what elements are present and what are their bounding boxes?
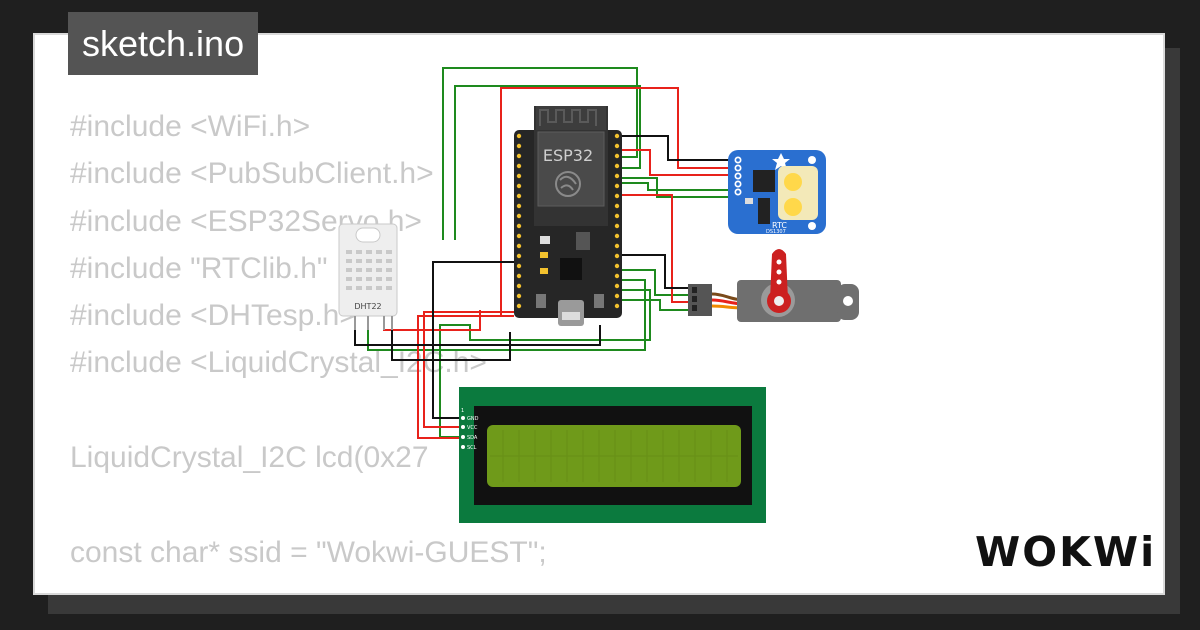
wire-green xyxy=(442,67,638,240)
lcd-pin-vcc: VCC xyxy=(467,425,478,431)
wire-green xyxy=(622,177,738,198)
wire-green xyxy=(622,299,692,311)
servo-horn-icon xyxy=(767,249,791,313)
lcd-pin-sda: SDA xyxy=(467,435,478,441)
esp32-board[interactable]: ESP32 xyxy=(514,106,622,326)
wire-green xyxy=(454,85,641,240)
lcd-pin-gnd: GND xyxy=(467,416,479,422)
adafruit-star-icon xyxy=(772,153,790,170)
dht22-label: DHT22 xyxy=(354,302,381,311)
wire-green xyxy=(622,182,738,191)
code-line: const char* ssid = "Wokwi-GUEST"; xyxy=(70,535,547,569)
code-line: #include <WiFi.h> xyxy=(70,110,311,143)
esp32-pins-left xyxy=(516,133,522,309)
wire-black xyxy=(622,254,692,289)
rtc-module[interactable]: RTC DS1307 xyxy=(728,150,826,235)
code-line: #include "RTClib.h" xyxy=(70,251,328,285)
lcd-pin-1: 1 xyxy=(461,408,464,414)
espressif-logo-icon xyxy=(555,171,581,197)
code-line: #include <LiquidCrystal_I2C.h> xyxy=(70,346,487,380)
code-line: LiquidCrystal_I2C lcd(0x27 xyxy=(70,441,429,475)
wire-red xyxy=(500,87,738,315)
wifi-antenna-icon xyxy=(539,109,597,126)
code-line: #include <PubSubClient.h> xyxy=(70,157,434,191)
servo-motor[interactable] xyxy=(688,249,859,322)
wire-green xyxy=(367,279,646,351)
wire-red xyxy=(417,315,514,439)
dht22-sensor[interactable]: DHT22 xyxy=(338,223,398,330)
rtc-label: RTC xyxy=(772,221,787,230)
wire-red xyxy=(622,149,738,176)
wire-black xyxy=(432,261,514,419)
esp32-label: ESP32 xyxy=(543,146,593,165)
esp32-pins-right xyxy=(614,133,620,309)
lcd-pin-scl: SCL xyxy=(467,445,477,451)
file-tab[interactable]: sketch.ino xyxy=(68,12,259,75)
wokwi-logo: WOKWi xyxy=(975,528,1157,576)
code-line: #include <DHTesp.h> xyxy=(70,299,357,333)
wire-red xyxy=(423,311,514,428)
wire-black xyxy=(391,305,511,361)
rtc-model: DS1307 xyxy=(766,229,786,235)
code-listing: #include <WiFi.h> #include <PubSubClient… xyxy=(70,103,547,576)
lcd-display[interactable]: 1 GND VCC SDA SCL xyxy=(459,387,766,523)
wire-black xyxy=(622,135,738,161)
lcd-character-grid xyxy=(490,430,738,482)
wire-green xyxy=(622,269,692,296)
wire-red xyxy=(622,194,692,303)
